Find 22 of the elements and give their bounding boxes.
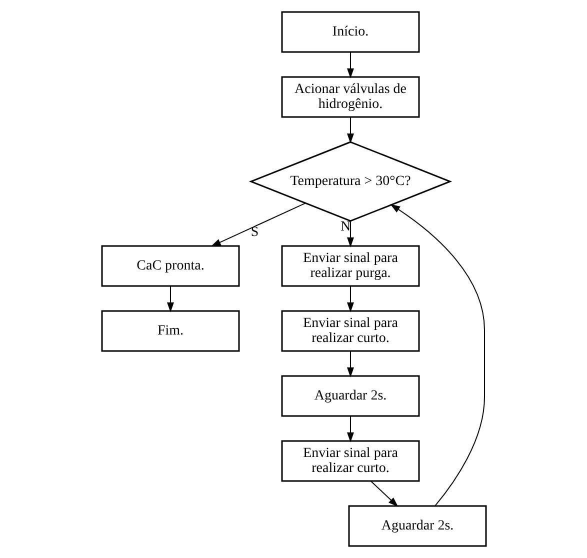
arrow xyxy=(390,204,484,506)
node-box: Acionar válvulas de hidrogênio. xyxy=(280,76,420,118)
node-diamond: Temperatura > 30°C? xyxy=(248,141,452,222)
arrow xyxy=(370,480,398,507)
node-box: Enviar sinal para realizar curto. xyxy=(280,440,420,482)
node-box: Enviar sinal para realizar purga. xyxy=(280,245,420,287)
arrow xyxy=(346,220,354,248)
arrow xyxy=(166,286,174,312)
arrow xyxy=(346,416,354,442)
edge-label: N xyxy=(340,219,350,234)
node-box: CaC pronta. xyxy=(100,245,240,287)
arrow xyxy=(210,202,306,246)
node-box: Aguardar 2s. xyxy=(348,505,486,547)
node-box: Aguardar 2s. xyxy=(280,375,420,417)
node-box: Enviar sinal para realizar curto. xyxy=(280,310,420,352)
node-box: Início. xyxy=(280,11,420,53)
edge-label: S xyxy=(250,224,258,240)
node-box: Fim. xyxy=(100,310,240,352)
arrow xyxy=(346,52,354,78)
arrow xyxy=(346,286,354,312)
arrow xyxy=(346,350,354,378)
arrow xyxy=(346,116,354,144)
